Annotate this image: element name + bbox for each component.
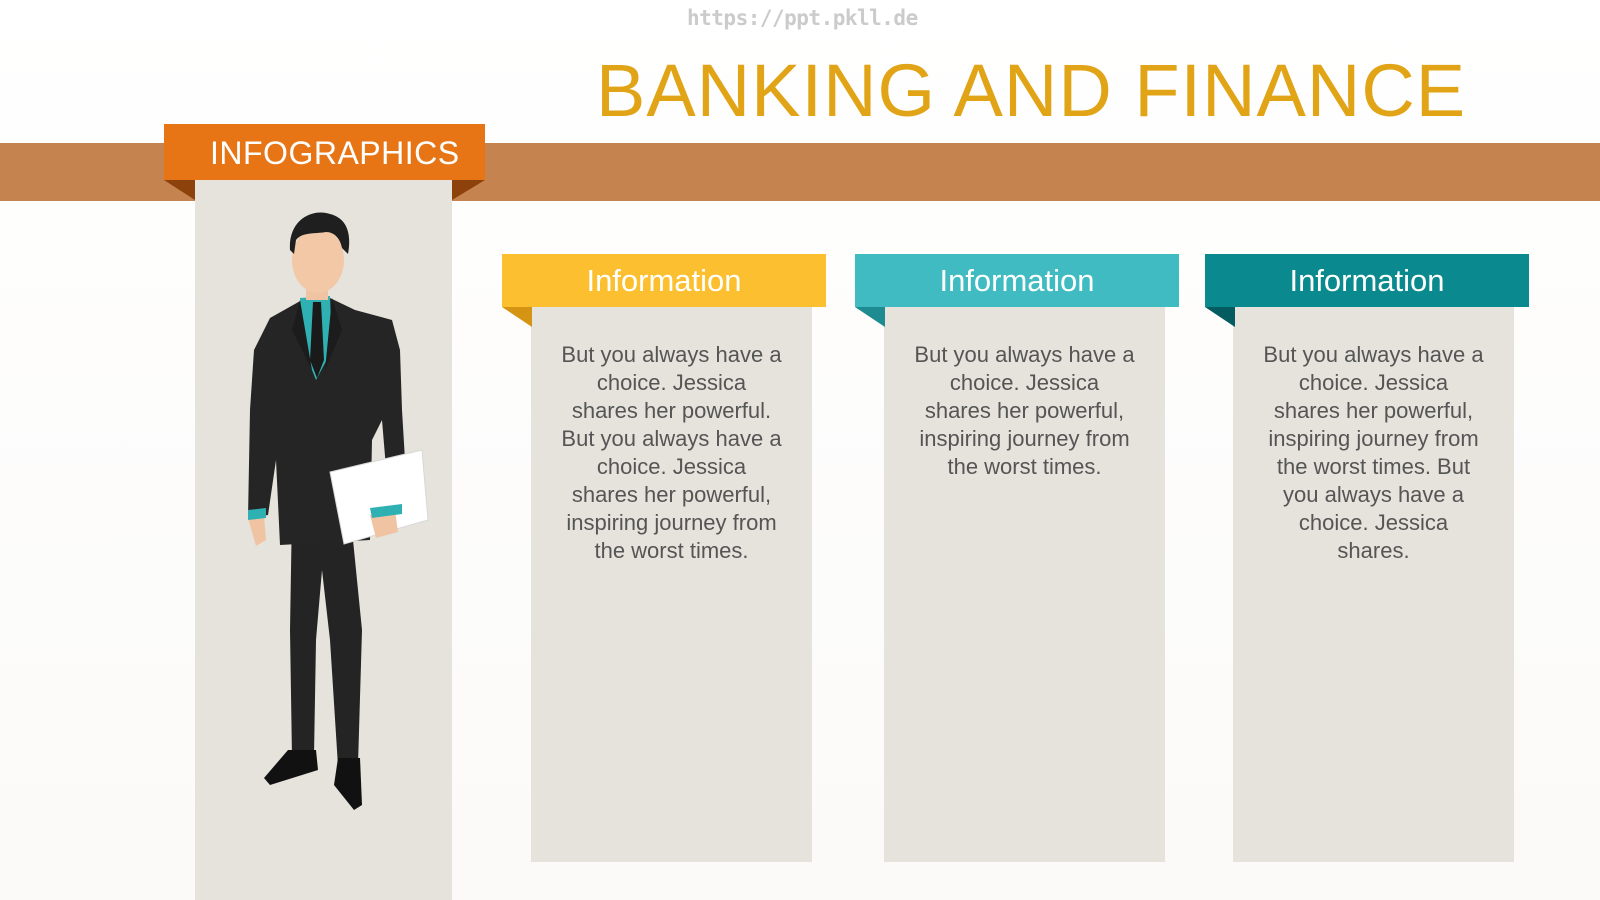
infographics-ribbon: INFOGRAPHICS	[164, 124, 485, 180]
card-header-2: Information	[855, 254, 1179, 307]
page-title: BANKING AND FINANCE	[596, 49, 1467, 132]
card-text: But you always have a choice. Jessica sh…	[561, 342, 782, 563]
info-card-2: But you always have a choice. Jessica sh…	[884, 307, 1165, 862]
card-fold-1	[502, 307, 532, 327]
card-header-3: Information	[1205, 254, 1529, 307]
cuff-left	[248, 508, 266, 520]
lapel-left	[292, 300, 312, 370]
info-card-1: But you always have a choice. Jessica sh…	[531, 307, 812, 862]
shoe-left	[264, 750, 318, 785]
card-fold-2	[855, 307, 885, 327]
watermark: https://ppt.pkll.de	[687, 6, 918, 30]
shoe-right	[334, 758, 362, 810]
card-text: But you always have a choice. Jessica sh…	[914, 342, 1135, 479]
cuff-right	[370, 504, 402, 518]
card-header-1: Information	[502, 254, 826, 307]
businessman-illustration	[248, 212, 429, 810]
lapel-right	[325, 298, 342, 370]
hair	[289, 212, 350, 254]
info-card-3: But you always have a choice. Jessica sh…	[1233, 307, 1514, 862]
face	[292, 227, 344, 293]
card-fold-3	[1205, 307, 1235, 327]
hand-left	[248, 516, 266, 546]
card-text: But you always have a choice. Jessica sh…	[1263, 342, 1484, 563]
tie	[310, 302, 324, 378]
ribbon-fold-right	[452, 180, 485, 200]
document	[329, 449, 429, 545]
ribbon-fold-left	[164, 180, 195, 200]
trousers	[290, 510, 362, 766]
